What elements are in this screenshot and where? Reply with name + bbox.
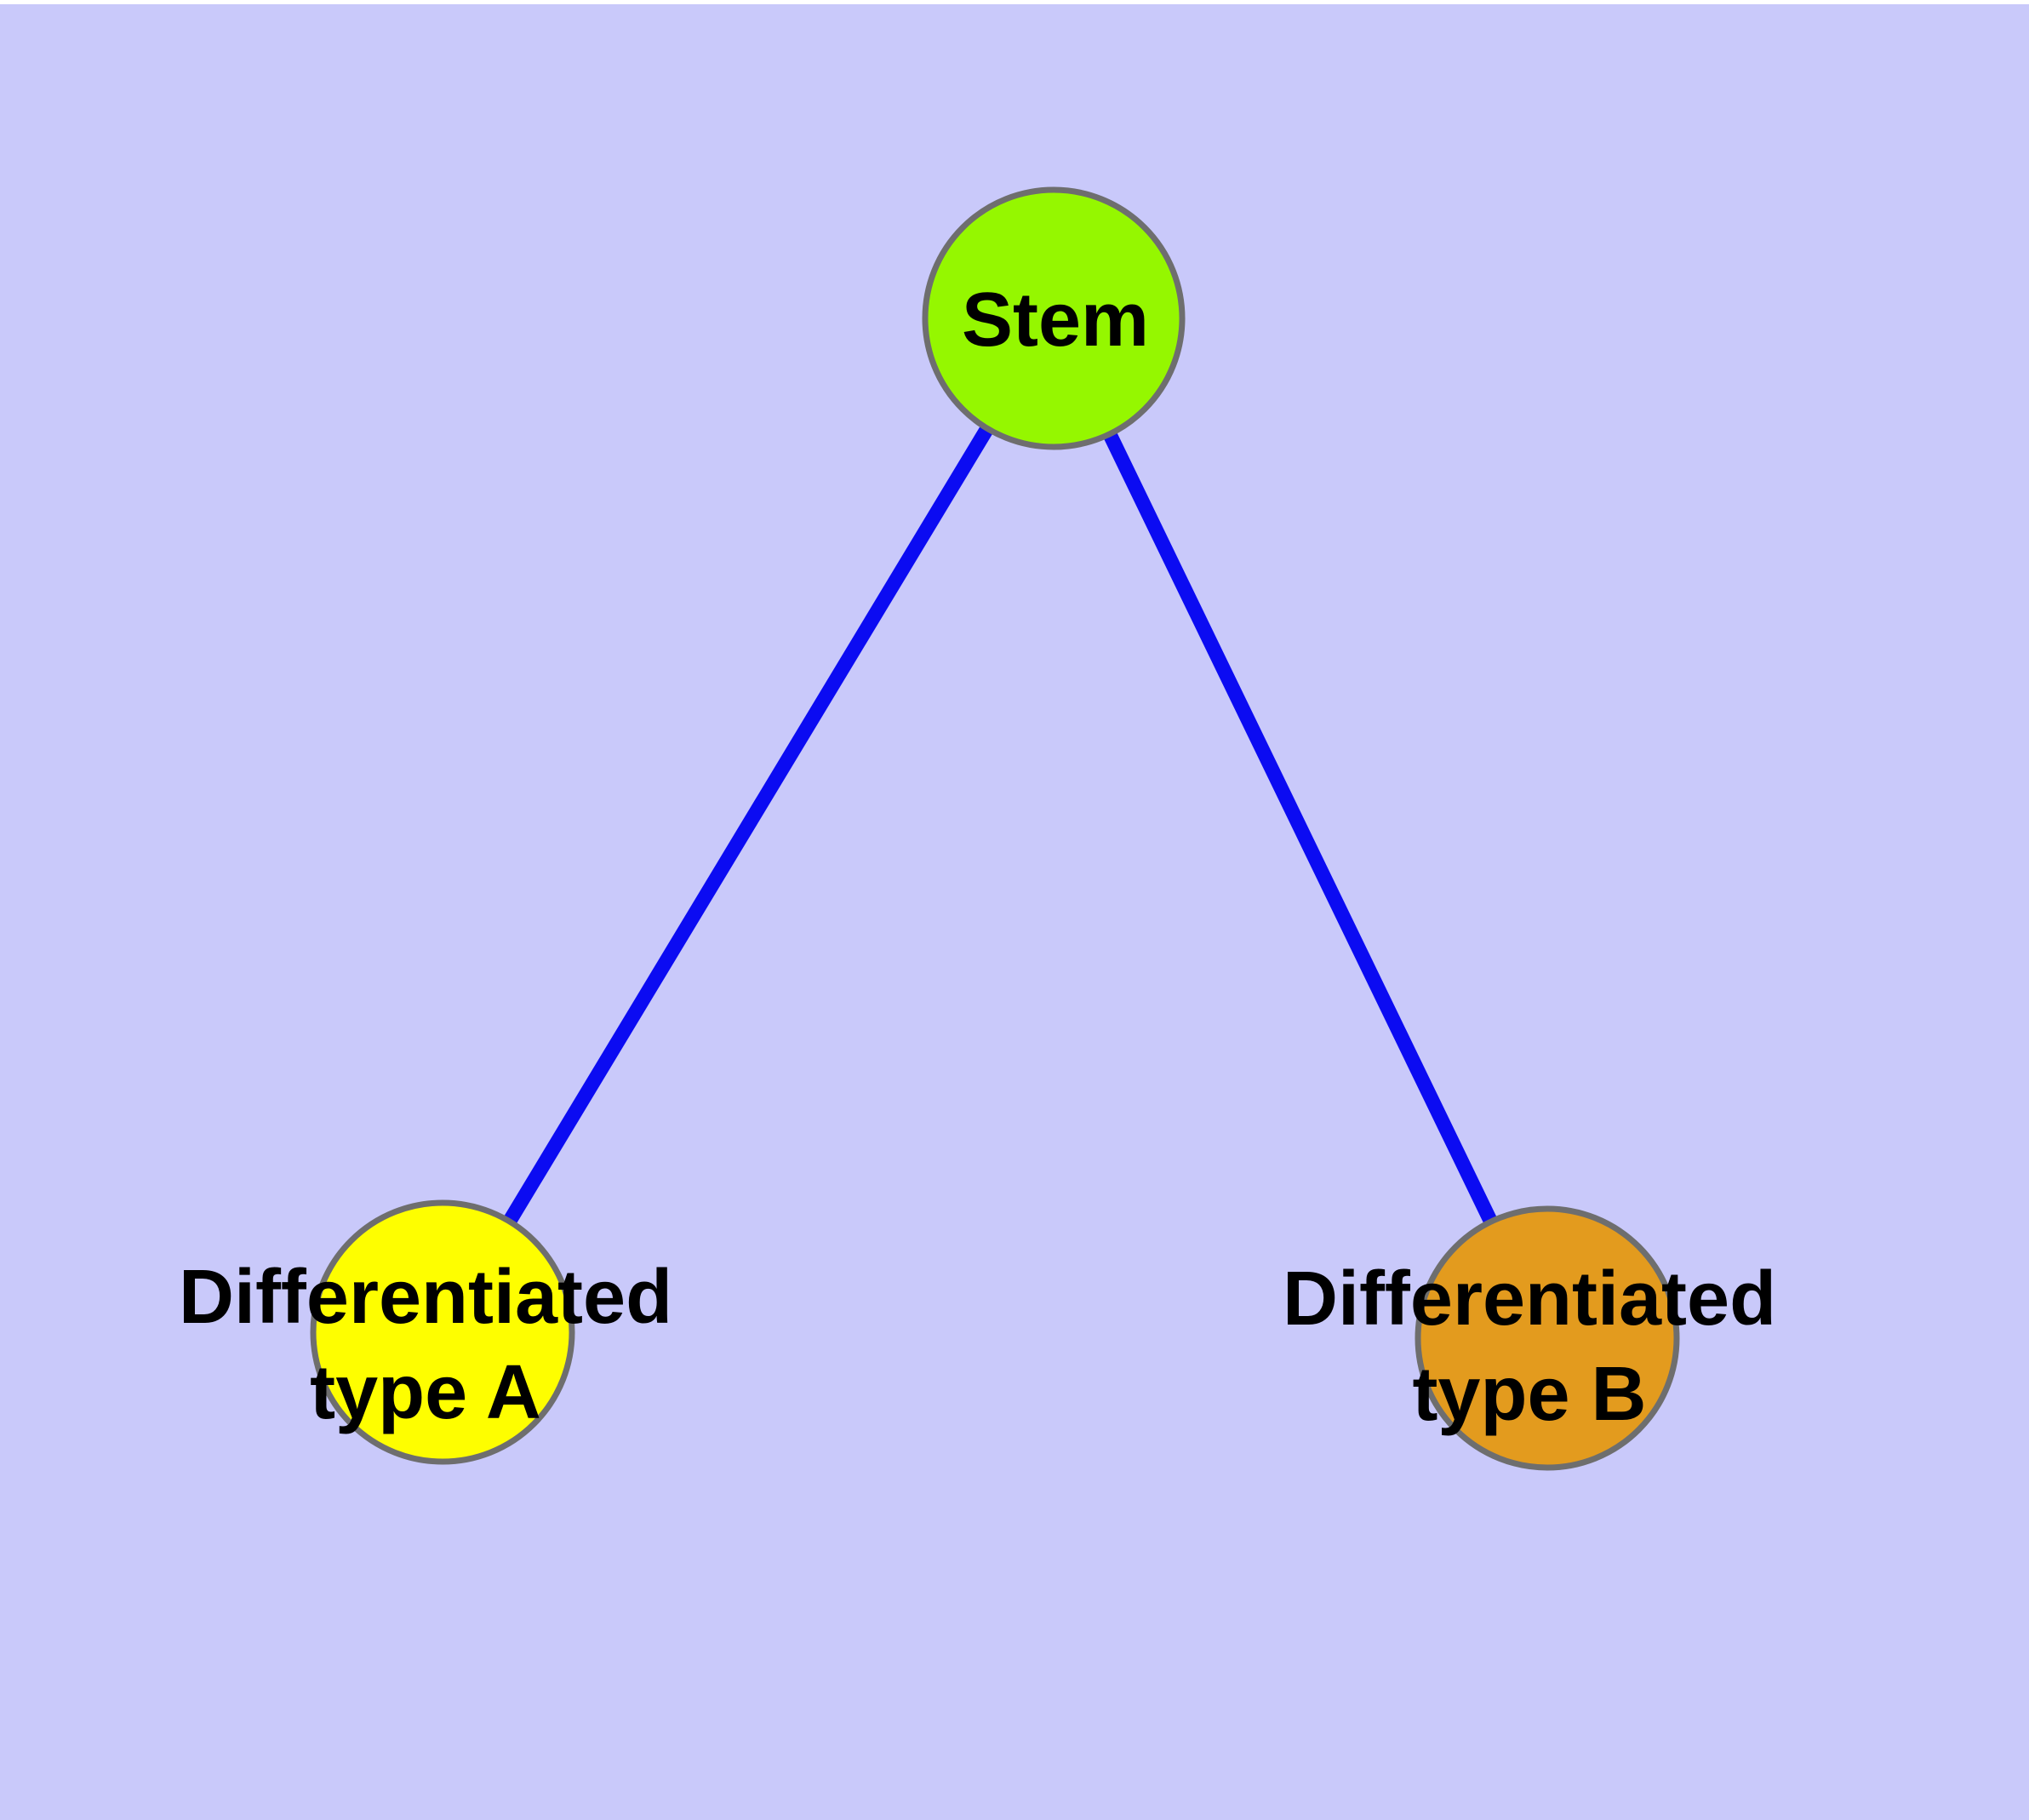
node-stem-label-text: Stem bbox=[961, 278, 1150, 363]
edge-stem-to-type-a bbox=[436, 314, 1060, 1336]
node-type-b-label: Differentiated type B bbox=[1283, 1251, 1776, 1442]
node-stem-label: Stem bbox=[962, 272, 1149, 368]
node-type-a-circle bbox=[310, 1199, 575, 1465]
node-type-b-label-line1: Differentiated bbox=[1282, 1256, 1777, 1342]
node-type-a-label-line1: Differentiated bbox=[178, 1255, 673, 1340]
node-type-b-circle bbox=[1415, 1205, 1680, 1471]
node-type-b-label-line2: type B bbox=[1412, 1352, 1647, 1437]
edge-stem-to-type-b bbox=[1047, 315, 1554, 1342]
node-type-a-label-line2: type A bbox=[310, 1350, 541, 1435]
node-stem-circle bbox=[922, 186, 1186, 450]
node-type-a-label: Differentiated type A bbox=[179, 1250, 672, 1440]
